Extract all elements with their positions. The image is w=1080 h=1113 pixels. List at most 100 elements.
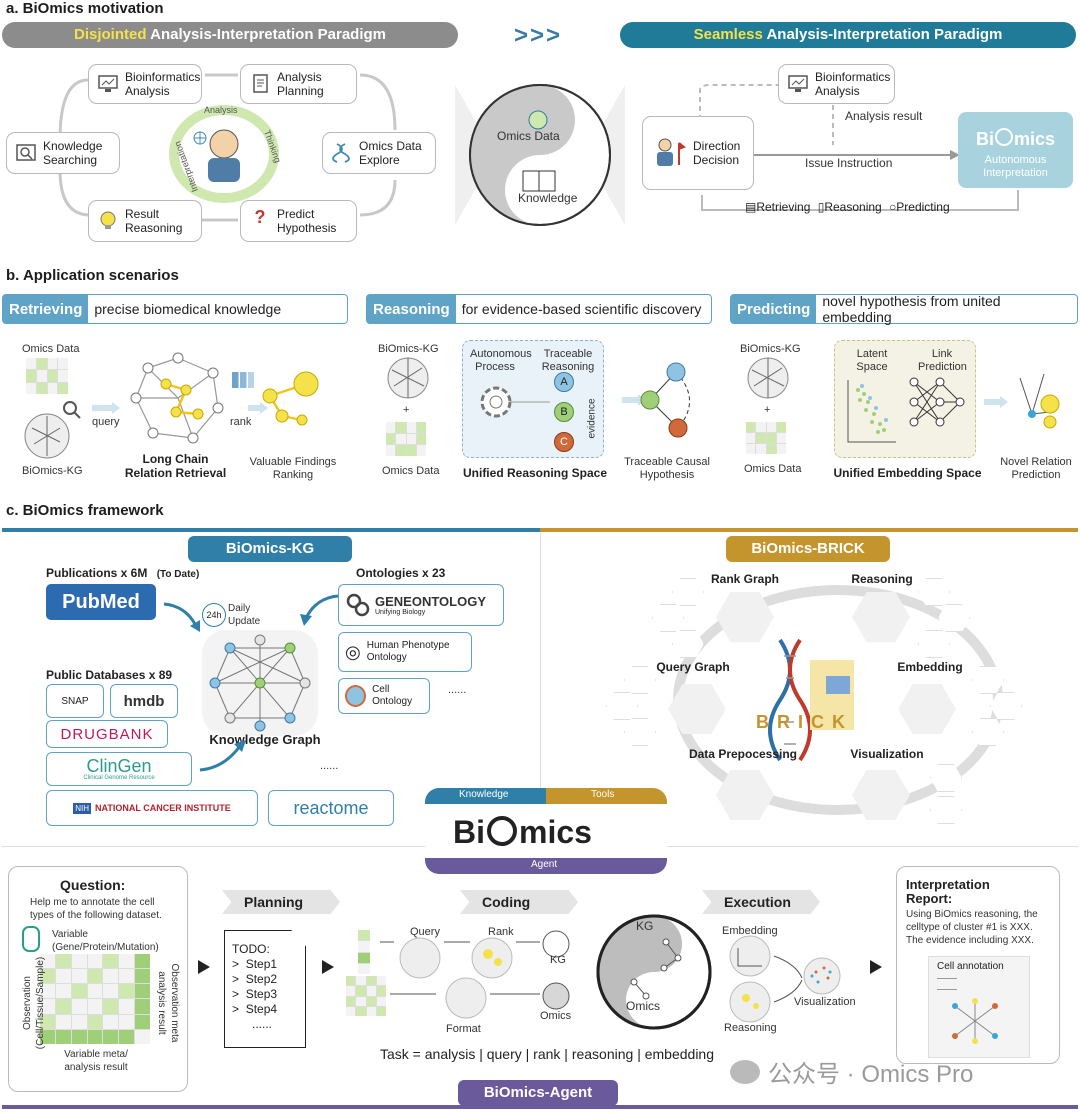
hpo-logo: ◎ Human Phenotype Ontology [338, 632, 472, 672]
rea-kg-label: BiOmics-KG [378, 343, 439, 355]
retrieving-tag: Retrieving [3, 295, 89, 323]
novel-relation-diagram [984, 373, 1060, 429]
logo-bottom-band [425, 858, 667, 874]
public-db-label: Public Databases x 89 [46, 668, 173, 682]
variable-label: Variable (Gene/Protein/Mutation) [52, 929, 159, 953]
cycle-connectors [58, 73, 397, 222]
ret-kg-label: BiOmics-KG [22, 465, 83, 477]
snap-logo: SNAP [46, 684, 104, 718]
prepro-hex [716, 770, 774, 820]
visualization-hex [852, 770, 910, 820]
execution-band: Execution [702, 890, 820, 914]
brick-header: BiOmics-BRICK [726, 536, 890, 562]
seamless-banner: Seamless Analysis-Interpretation Paradig… [620, 22, 1076, 48]
cell-ontology-logo: Cell Ontology [338, 678, 430, 714]
todo-doc [224, 930, 306, 1048]
arrow-triangle-2 [322, 960, 334, 974]
geneontology-text: GENEONTOLOGY [375, 594, 486, 609]
section-c-title: c. BiOmics framework [6, 502, 164, 519]
report-title: Interpretation Report: [906, 877, 990, 906]
publications-label: Publications x 6M (To Date) [46, 566, 199, 580]
coding-band: Coding [460, 890, 578, 914]
execution-diagram [729, 935, 841, 1023]
logo-knowledge: Knowledge [459, 789, 509, 800]
wechat-icon [730, 1059, 760, 1084]
seamless-highlight: Seamless [693, 26, 763, 43]
issue-instruction-label: Issue Instruction [805, 156, 893, 170]
hmdb-logo: hmdb [110, 684, 178, 718]
coding-query-label: Query [410, 926, 440, 938]
coding-format-label: Format [446, 1023, 481, 1035]
bioinfo-label: Bioinformatics Analysis [125, 70, 201, 98]
traceable-reasoning-label: Traceable Reasoning [541, 348, 595, 373]
scientist-icon [657, 138, 686, 166]
thinking-ring [169, 105, 279, 203]
brick-reasoning-label: Reasoning [851, 572, 913, 586]
arrow-triangle-1 [198, 960, 210, 974]
watermark: 公众号 · Omics Pro [730, 1054, 973, 1089]
omics-knowledge-yinyang [455, 84, 625, 226]
framework-bottom-line [2, 1105, 1078, 1109]
retrieve-icon: ▤ [745, 200, 757, 214]
coding-omics-label: Omics [540, 1010, 572, 1022]
retrieving-label: Retrieving [756, 200, 811, 214]
report-card-title: Cell annotation [937, 961, 1004, 972]
todo-step-3: > Step3 [232, 987, 278, 1001]
todo-step-1-text: Step1 [245, 957, 278, 971]
yinyang-knowledge-label: Knowledge [518, 191, 578, 205]
question-text: Help me to annotate the cell types of th… [30, 897, 162, 921]
ret-omics-label: Omics Data [22, 343, 80, 355]
todo-step-2: > Step2 [232, 972, 278, 986]
predict-label: Predict Hypothesis [277, 207, 337, 235]
clingen-text: ClinGen [86, 756, 152, 776]
section-a-title: a. BiOmics motivation [6, 0, 164, 17]
paradigm-arrows: >>> [514, 22, 563, 49]
to-date-text: (To Date) [156, 569, 200, 580]
rea-inputs [387, 357, 429, 399]
ontology-more: ...... [448, 684, 467, 696]
pre-plus: + [764, 404, 771, 416]
reasoning-space-diagram [480, 386, 550, 418]
question-title: Question: [60, 877, 126, 893]
omics-explore-box: Omics Data Explore [322, 132, 436, 174]
coding-rank-label: Rank [488, 926, 514, 938]
logo-top-right-band [546, 788, 667, 804]
question-matrix [40, 954, 150, 1044]
nih-text: NIH [73, 802, 92, 814]
seamless-bioinfo-box: Bioinformatics Analysis [778, 64, 895, 104]
todo-text: TODO: > Step1 > Step2 > Step3 > Step4 ..… [232, 942, 277, 1032]
planning-label: Analysis Planning [277, 70, 324, 98]
rea-plus: + [403, 404, 410, 416]
rank-bars-icon [232, 372, 254, 388]
report-text: Using BiOmics reasoning, the celltype of… [906, 909, 1038, 946]
nci-text: NATIONAL CANCER INSTITUTE [95, 803, 231, 813]
analysis-result-label: Analysis result [845, 109, 923, 123]
kg-omics-yinyang [596, 914, 712, 1030]
h24-badge: 24h [202, 603, 226, 627]
result-label: Result Reasoning [125, 207, 183, 235]
geneontology-sub: Unifying Biology [375, 609, 426, 616]
ret-omics-matrix [26, 358, 68, 394]
cell-icon [345, 685, 367, 707]
framework-top-line-blue [2, 528, 540, 532]
section-b-title: b. Application scenarios [6, 267, 179, 284]
visualization-label: Visualization [850, 747, 924, 761]
pre-omics-label: Omics Data [744, 463, 802, 475]
var-meta-label: Variable meta/ analysis result [64, 1049, 128, 1073]
embedding-hex [898, 684, 956, 734]
db-more: ...... [320, 760, 339, 772]
exec-reasoning-label: Reasoning [724, 1022, 777, 1034]
agent-header: BiOmics-Agent [458, 1080, 618, 1106]
question-icon: ? [254, 207, 266, 227]
task-line: Task = analysis | query | rank | reasoni… [380, 1046, 715, 1062]
coding-vector [358, 930, 370, 974]
gene-ontology-icon [346, 593, 370, 617]
knowledge-label: Knowledge Searching [43, 139, 103, 167]
predicting-label: Predicting [896, 200, 950, 214]
document-icon [253, 74, 268, 93]
